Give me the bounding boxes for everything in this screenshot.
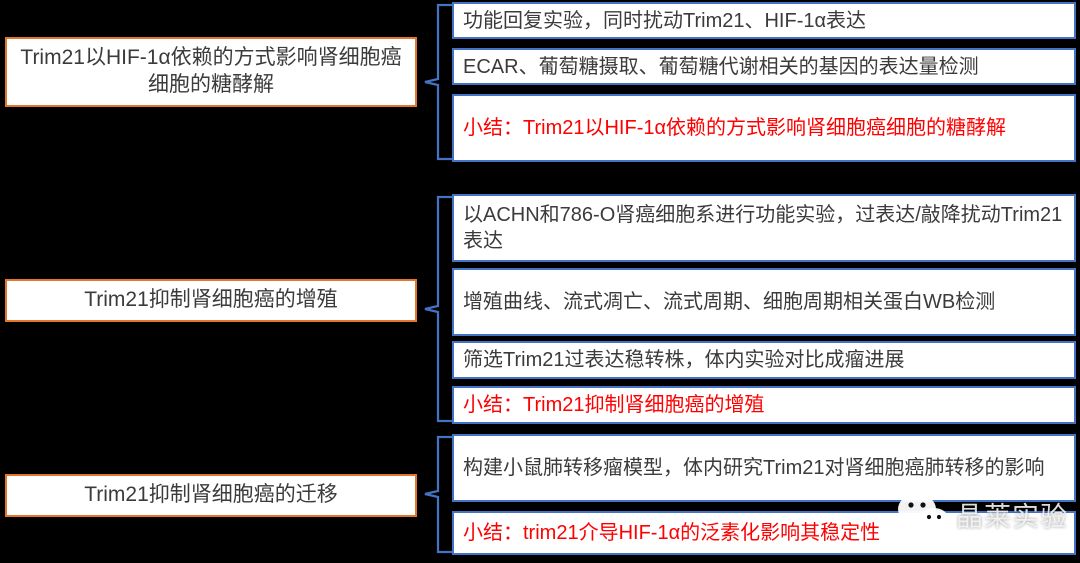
detail-label: 筛选Trim21过表达稳转株，体内实验对比成瘤进展	[463, 349, 905, 371]
detail-label: 增殖曲线、流式凋亡、流式周期、细胞周期相关蛋白WB检测	[463, 291, 996, 313]
brace-icon	[416, 2, 456, 162]
detail-box-summary: 小结：trim21介导HIF-1α的泛素化影响其稳定性	[452, 511, 1076, 555]
detail-box-summary: 小结：Trim21以HIF-1α依赖的方式影响肾细胞癌细胞的糖酵解	[452, 94, 1076, 162]
brace-connector-group-1	[416, 2, 456, 162]
detail-label: 以ACHN和786-O肾癌细胞系进行功能实验，过表达/敲降扰动Trim21表达	[463, 204, 1063, 252]
detail-label: 构建小鼠肺转移瘤模型，体内研究Trim21对肾细胞癌肺转移的影响	[463, 457, 1045, 479]
topic-label: Trim21抑制肾细胞癌的增殖	[84, 288, 338, 312]
topic-box-glycolysis: Trim21以HIF-1α依赖的方式影响肾细胞癌细胞的糖酵解	[5, 37, 417, 107]
detail-label: 小结：trim21介导HIF-1α的泛素化影响其稳定性	[463, 522, 881, 544]
detail-label: 小结：Trim21以HIF-1α依赖的方式影响肾细胞癌细胞的糖酵解	[463, 117, 1007, 139]
detail-box: 功能回复实验，同时扰动Trim21、HIF-1α表达	[452, 2, 1076, 39]
detail-label: ECAR、葡萄糖摄取、葡萄糖代谢相关的基因的表达量检测	[463, 55, 979, 78]
detail-label: 小结：Trim21抑制肾细胞癌的增殖	[463, 394, 765, 416]
detail-box: 增殖曲线、流式凋亡、流式周期、细胞周期相关蛋白WB检测	[452, 268, 1076, 336]
brace-connector-group-3	[416, 434, 456, 555]
brace-icon	[416, 194, 456, 424]
topic-box-proliferation: Trim21抑制肾细胞癌的增殖	[5, 279, 417, 322]
detail-box: 构建小鼠肺转移瘤模型，体内研究Trim21对肾细胞癌肺转移的影响	[452, 434, 1076, 502]
detail-box: 筛选Trim21过表达稳转株，体内实验对比成瘤进展	[452, 341, 1076, 379]
brace-icon	[416, 434, 456, 555]
detail-box: ECAR、葡萄糖摄取、葡萄糖代谢相关的基因的表达量检测	[452, 48, 1076, 85]
topic-label: Trim21以HIF-1α依赖的方式影响肾细胞癌细胞的糖酵解	[20, 46, 402, 96]
brace-connector-group-2	[416, 194, 456, 424]
detail-label: 功能回复实验，同时扰动Trim21、HIF-1α表达	[463, 9, 867, 32]
detail-box-summary: 小结：Trim21抑制肾细胞癌的增殖	[452, 386, 1076, 424]
topic-label: Trim21抑制肾细胞癌的迁移	[84, 483, 338, 507]
detail-box: 以ACHN和786-O肾癌细胞系进行功能实验，过表达/敲降扰动Trim21表达	[452, 194, 1076, 262]
topic-box-migration: Trim21抑制肾细胞癌的迁移	[5, 474, 417, 517]
